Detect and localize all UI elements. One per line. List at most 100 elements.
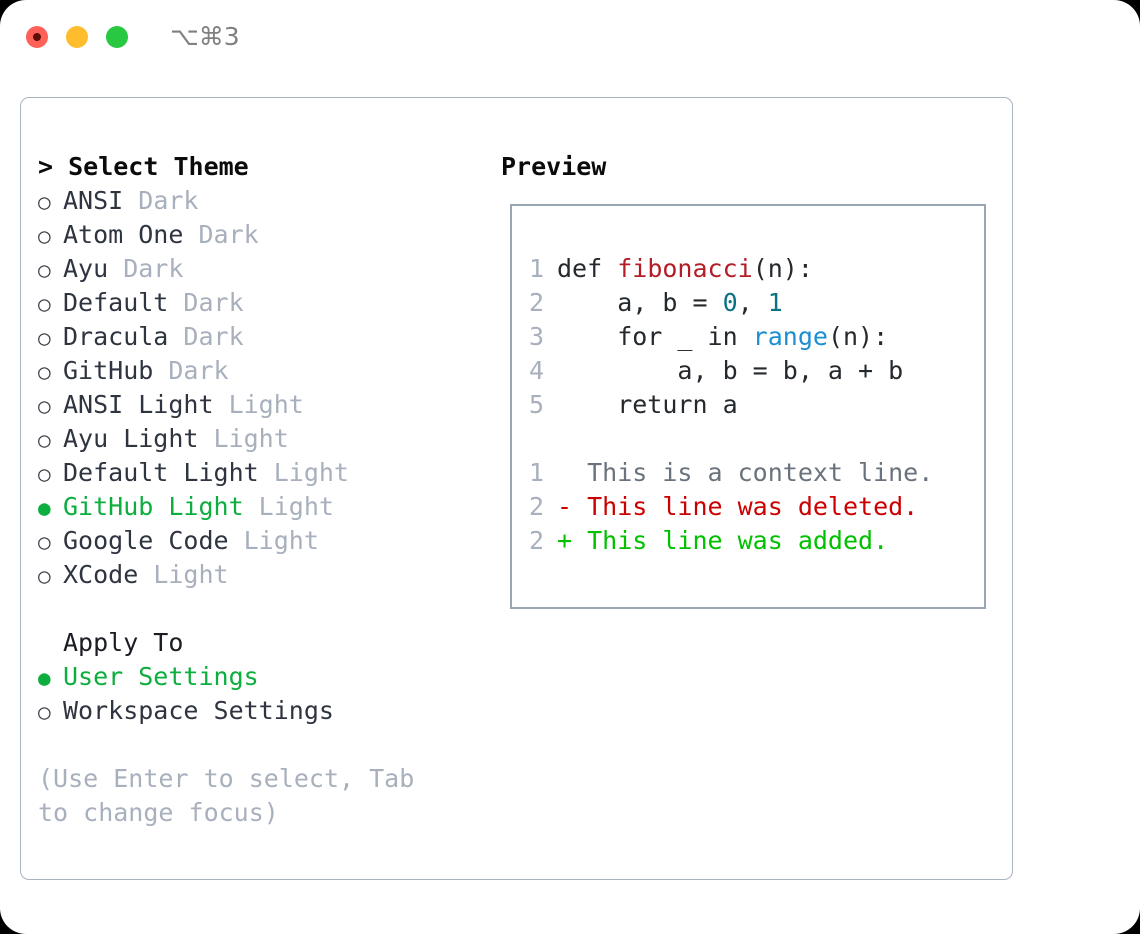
theme-list-item[interactable]: ○ Dracula Dark: [38, 320, 478, 354]
theme-kind-badge: Light: [213, 390, 304, 419]
code-line: 4 a, b = b, a + b: [518, 354, 933, 388]
line-number: 5: [528, 390, 544, 419]
theme-kind-badge: Light: [138, 560, 229, 589]
theme-selection-pane: > Select Theme ○ANSI Dark○Atom One Dark○…: [38, 150, 478, 830]
code-token: return a: [557, 390, 738, 419]
diff-line-text: + This line was added.: [557, 526, 889, 555]
theme-name: XCode: [63, 560, 139, 589]
theme-name: Dracula: [63, 322, 169, 351]
radio-unselected-icon: ○: [38, 428, 51, 452]
line-number: 1: [528, 254, 544, 283]
code-line: 3 for _ in range(n):: [518, 320, 933, 354]
theme-kind-badge: Dark: [123, 186, 199, 215]
code-line-text: return a: [557, 388, 738, 422]
title-bar: ⌥⌘3: [0, 0, 1140, 78]
code-line-text: a, b = b, a + b: [557, 354, 903, 388]
radio-unselected-icon: ○: [38, 360, 51, 384]
theme-name: GitHub: [63, 356, 154, 385]
theme-picker-card: > Select Theme ○ANSI Dark○Atom One Dark○…: [20, 97, 1013, 880]
apply-to-item[interactable]: ○ Workspace Settings: [38, 694, 478, 728]
apply-to-heading: Apply To: [63, 628, 184, 657]
apply-to-list: ● User Settings ○ Workspace Settings: [38, 660, 478, 728]
diff-line: 2 + This line was added.: [518, 524, 933, 558]
diff-line: 1 This is a context line.: [518, 456, 933, 490]
code-token: ,: [737, 288, 768, 317]
theme-list-item[interactable]: ○ GitHub Dark: [38, 354, 478, 388]
theme-kind-badge: Dark: [168, 322, 244, 351]
radio-unselected-icon: ○: [38, 258, 51, 282]
theme-name: ANSI: [63, 186, 124, 215]
apply-to-label: Workspace Settings: [63, 696, 334, 725]
radio-unselected-icon: ○: [38, 530, 51, 554]
code-token: (n):: [752, 254, 813, 283]
preview-pane: Preview: [501, 150, 1001, 184]
radio-unselected-icon: ○: [38, 190, 51, 214]
radio-selected-icon: ●: [38, 496, 51, 520]
theme-kind-badge: Dark: [153, 356, 229, 385]
theme-list-item[interactable]: ○Atom One Dark: [38, 218, 478, 252]
theme-list: ○ ANSI Dark ○ Atom One Dark ○ Ayu Dark ○ Defaul…: [38, 184, 478, 592]
theme-kind-badge: Dark: [168, 288, 244, 317]
code-line: 1 def fibonacci(n):: [518, 252, 933, 286]
close-icon[interactable]: [26, 26, 48, 48]
line-number: 2: [528, 288, 544, 317]
radio-unselected-icon: ○: [38, 564, 51, 588]
code-blank-line: [518, 422, 933, 456]
theme-list-item[interactable]: ○ANSI Light Light: [38, 388, 478, 422]
radio-unselected-icon: ○: [38, 394, 51, 418]
code-token: a, b = b, a + b: [557, 356, 904, 385]
code-line-text: a, b = 0, 1: [557, 286, 783, 320]
diff-line-text: - This line was deleted.: [557, 492, 919, 521]
theme-name: Default: [63, 288, 169, 317]
theme-kind-badge: Light: [198, 424, 289, 453]
theme-name: Ayu Light: [63, 424, 199, 453]
theme-list-item[interactable]: ○ Default Light Light: [38, 456, 478, 490]
code-token: fibonacci: [617, 254, 753, 283]
minimize-icon[interactable]: [66, 26, 88, 48]
theme-list-item[interactable]: ○ ANSI Dark: [38, 184, 478, 218]
line-number: 2: [528, 526, 544, 555]
code-line-text: for _ in range(n):: [557, 320, 888, 354]
theme-list-item[interactable]: ○ Ayu Light Light: [38, 422, 478, 456]
radio-unselected-icon: ○: [38, 700, 51, 724]
theme-list-item[interactable]: ○ XCode Light: [38, 558, 478, 592]
radio-unselected-icon: ○: [38, 224, 51, 248]
theme-name: Ayu: [63, 254, 109, 283]
theme-list-item[interactable]: ● GitHub Light Light: [38, 490, 478, 524]
apply-to-item[interactable]: ● User Settings: [38, 660, 478, 694]
theme-list-item[interactable]: ○ Ayu Dark: [38, 252, 478, 286]
theme-kind-badge: Light: [258, 458, 349, 487]
line-number: 1: [528, 458, 544, 487]
radio-unselected-icon: ○: [38, 326, 51, 350]
code-line: 5 return a: [518, 388, 933, 422]
theme-list-item[interactable]: ○Google Code Light: [38, 524, 478, 558]
maximize-icon[interactable]: [106, 26, 128, 48]
code-token: 0: [722, 288, 738, 317]
radio-unselected-icon: ○: [38, 462, 51, 486]
radio-unselected-icon: ○: [38, 292, 51, 316]
theme-name: Google Code: [63, 526, 229, 555]
code-token: (n):: [827, 322, 889, 351]
preview-heading: Preview: [501, 152, 607, 181]
code-token: range: [752, 322, 828, 351]
theme-name: GitHub Light: [63, 492, 244, 521]
theme-list-item[interactable]: ○ Default Dark: [38, 286, 478, 320]
line-number: 4: [528, 356, 544, 385]
select-theme-heading: > Select Theme: [38, 152, 249, 181]
spacer: [38, 592, 478, 626]
theme-name: Default Light: [63, 458, 259, 487]
traffic-lights: [26, 26, 128, 48]
diff-line: 2- This line was deleted.: [518, 490, 933, 524]
radio-selected-icon: ●: [38, 666, 51, 690]
code-line: 2 a, b = 0, 1: [518, 286, 933, 320]
code-token: a, b =: [557, 288, 723, 317]
code-line-text: def fibonacci(n):: [557, 252, 813, 286]
theme-kind-badge: Dark: [108, 254, 184, 283]
theme-name: Atom One: [63, 220, 184, 249]
apply-to-label: User Settings: [63, 662, 259, 691]
line-number: 3: [528, 322, 544, 351]
theme-kind-badge: Light: [243, 492, 334, 521]
